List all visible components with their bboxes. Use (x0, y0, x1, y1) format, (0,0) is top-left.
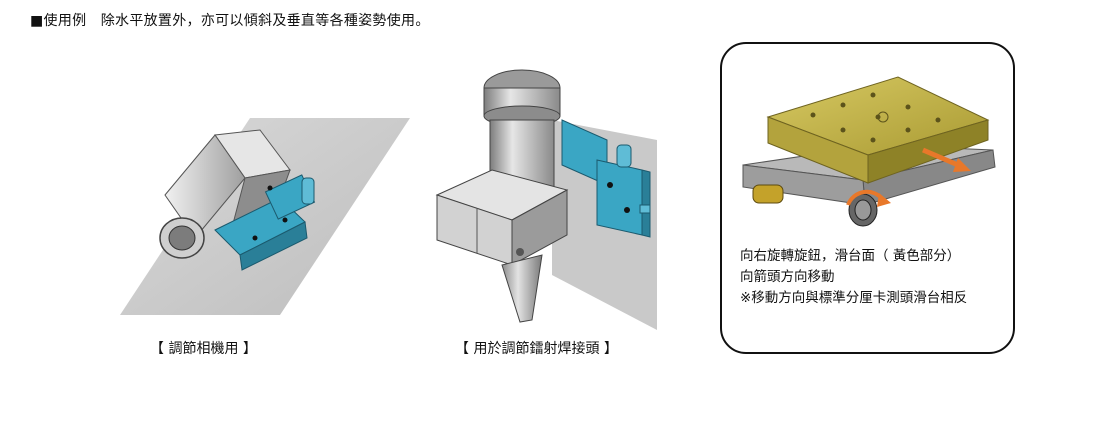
note-line: ※移動方向與標準分厘卡測頭滑台相反 (740, 290, 968, 306)
laser-welding-head-illustration (435, 69, 657, 330)
xy-stage-illustration (742, 76, 996, 227)
camera-adjustment-illustration (120, 118, 410, 315)
note-text: 向右旋轉旋鈕，滑台面（ 黃色部分） 向箭頭方向移動 ※移動方向與標準分厘卡測頭滑… (740, 246, 967, 309)
note-line: 向右旋轉旋鈕，滑台面（ 黃色部分） (740, 248, 961, 264)
note-line: 向箭頭方向移動 (740, 269, 835, 285)
section-heading: ■使用例 除水平放置外，亦可以傾斜及垂直等各種姿勢使用。 (30, 13, 430, 29)
figure-caption-laser: 【 用於調節鐳射焊接頭 】 (455, 341, 618, 357)
figure-caption-camera: 【 調節相機用 】 (150, 341, 257, 357)
